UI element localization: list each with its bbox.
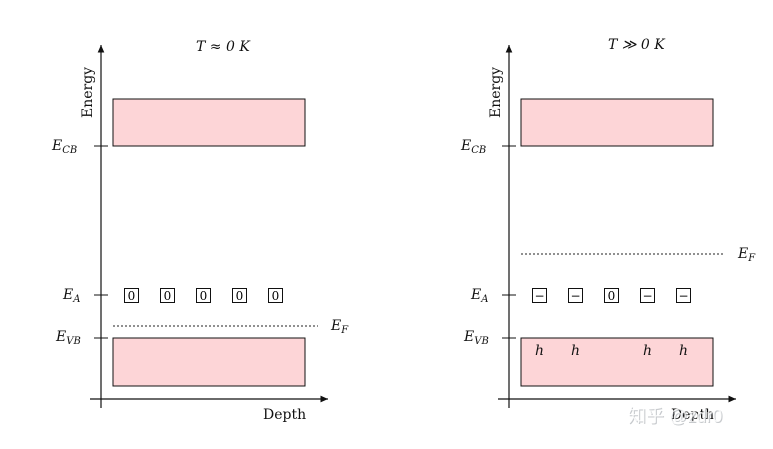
hole: h (679, 343, 688, 359)
ecb-label: ECB (51, 138, 77, 156)
svg-text:0: 0 (608, 289, 616, 303)
svg-text:0: 0 (236, 289, 244, 303)
conduction-band (520, 98, 714, 147)
acceptor-state: 0 (196, 288, 211, 303)
evb-label: EVB (463, 329, 489, 347)
acceptor-states: 0 0 0 0 0 (124, 288, 283, 303)
acceptor-state: − (532, 288, 547, 303)
svg-text:0: 0 (128, 289, 136, 303)
conduction-band (112, 98, 306, 147)
svg-text:−: − (642, 289, 652, 303)
svg-text:−: − (678, 289, 688, 303)
ea-label: EA (470, 287, 488, 305)
evb-label: EVB (55, 329, 81, 347)
acceptor-state: 0 (604, 288, 619, 303)
hole: h (571, 343, 580, 359)
svg-text:知乎 @zdr0: 知乎 @zdr0 (628, 406, 722, 426)
ea-label: EA (62, 287, 80, 305)
ecb-label: ECB (460, 138, 486, 156)
panel-title: T ≫ 0 K (608, 37, 666, 53)
valence-band (112, 337, 306, 387)
svg-text:−: − (570, 289, 580, 303)
hole: h (643, 343, 652, 359)
energy-axis-label: Energy (488, 67, 504, 118)
energy-axis-label: Energy (80, 67, 96, 118)
acceptor-state: 0 (232, 288, 247, 303)
acceptor-state: − (568, 288, 583, 303)
ef-label: EF (737, 246, 756, 264)
acceptor-states: − − 0 − − (532, 288, 691, 303)
svg-text:0: 0 (164, 289, 172, 303)
depth-axis-label: Depth (263, 407, 306, 423)
panel-right: T ≫ 0 K Energy Depth ECB EF EA − − 0 − −… (460, 37, 756, 423)
acceptor-state: 0 (160, 288, 175, 303)
svg-text:0: 0 (272, 289, 280, 303)
ef-label: EF (330, 318, 349, 336)
acceptor-state: 0 (268, 288, 283, 303)
acceptor-state: − (640, 288, 655, 303)
svg-text:知乎 @zdr0: 知乎 @zdr0 (629, 407, 723, 427)
depth-axis-label: Depth (671, 407, 714, 423)
svg-text:−: − (534, 289, 544, 303)
valence-band (520, 337, 714, 387)
svg-text:0: 0 (200, 289, 208, 303)
acceptor-state: − (676, 288, 691, 303)
acceptor-state: 0 (124, 288, 139, 303)
panel-title: T ≈ 0 K (196, 39, 251, 55)
panel-left: T ≈ 0 K Energy Depth ECB EA 0 0 0 0 0 EF… (51, 39, 349, 423)
hole: h (535, 343, 544, 359)
watermark: 知乎 @zdr0 知乎 @zdr0 (628, 406, 723, 427)
holes: h h h h (535, 343, 688, 359)
